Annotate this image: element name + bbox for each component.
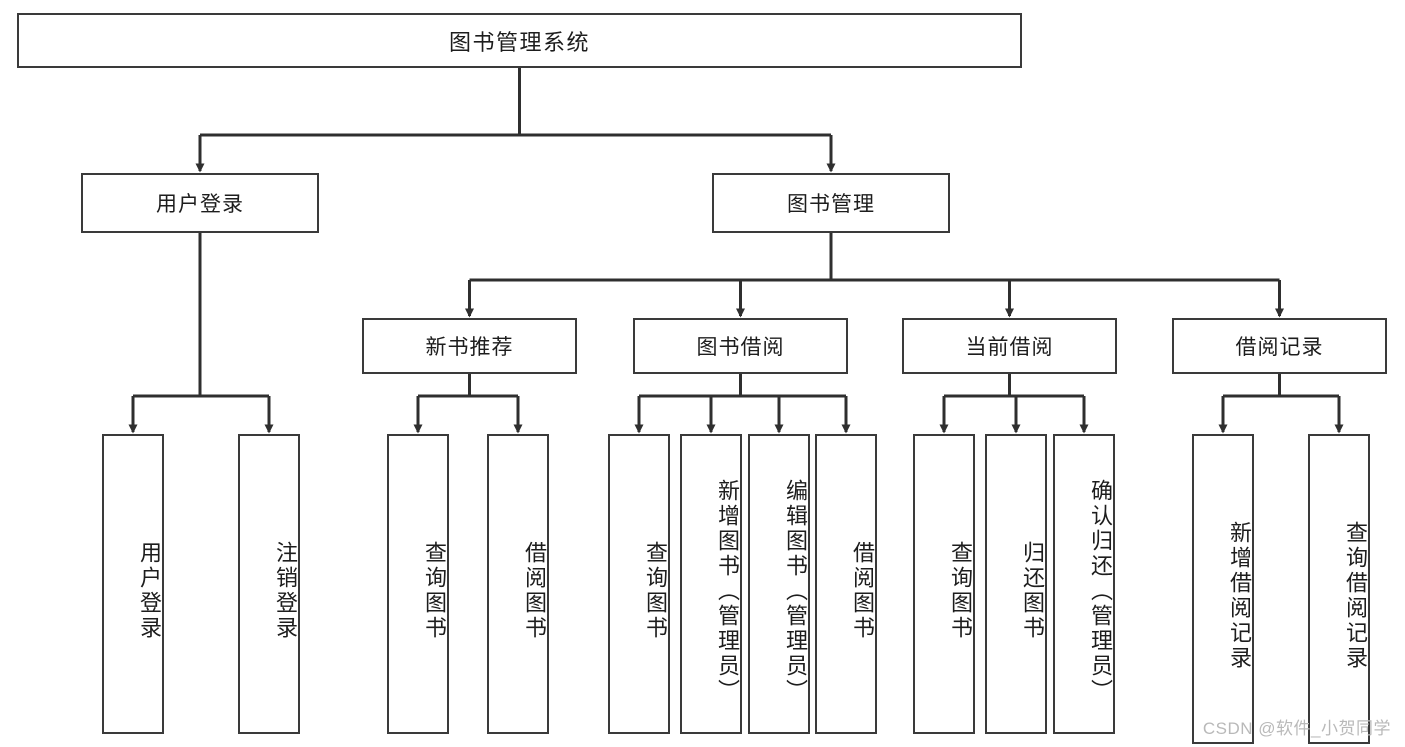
node-leaf-query-book-3[interactable]: 查询图书 bbox=[913, 434, 975, 734]
node-label-leaf-add-book: 新增图书（管理员） bbox=[715, 478, 740, 704]
node-label-leaf-query-record: 查询借阅记录 bbox=[1343, 521, 1368, 671]
node-label-user-login: 用户登录 bbox=[156, 193, 244, 216]
node-leaf-borrow-book-1[interactable]: 借阅图书 bbox=[487, 434, 549, 734]
node-leaf-borrow-book-2[interactable]: 借阅图书 bbox=[815, 434, 877, 734]
node-label-leaf-borrow-book-1: 借阅图书 bbox=[522, 541, 547, 641]
node-leaf-edit-book[interactable]: 编辑图书（管理员） bbox=[748, 434, 810, 734]
node-leaf-add-record[interactable]: 新增借阅记录 bbox=[1192, 434, 1254, 744]
node-label-leaf-query-book-3: 查询图书 bbox=[948, 541, 973, 641]
node-label-root: 图书管理系统 bbox=[448, 29, 590, 55]
node-label-leaf-edit-book: 编辑图书（管理员） bbox=[783, 478, 808, 704]
node-user-login[interactable]: 用户登录 bbox=[81, 173, 319, 233]
node-leaf-query-book-2[interactable]: 查询图书 bbox=[608, 434, 670, 734]
node-leaf-add-book[interactable]: 新增图书（管理员） bbox=[680, 434, 742, 734]
edge-group bbox=[128, 68, 1344, 434]
node-book-manage[interactable]: 图书管理 bbox=[712, 173, 950, 233]
node-leaf-confirm-return[interactable]: 确认归还（管理员） bbox=[1053, 434, 1115, 734]
node-leaf-return-book[interactable]: 归还图书 bbox=[985, 434, 1047, 734]
node-leaf-query-record[interactable]: 查询借阅记录 bbox=[1308, 434, 1370, 744]
node-label-leaf-query-book-2: 查询图书 bbox=[643, 541, 668, 641]
node-label-leaf-borrow-book-2: 借阅图书 bbox=[850, 541, 875, 641]
node-borrow-record[interactable]: 借阅记录 bbox=[1172, 318, 1387, 374]
node-label-current-borrow: 当前借阅 bbox=[965, 336, 1054, 359]
node-root[interactable]: 图书管理系统 bbox=[17, 13, 1022, 68]
node-leaf-user-login[interactable]: 用户登录 bbox=[102, 434, 164, 734]
node-label-leaf-return-book: 归还图书 bbox=[1020, 541, 1045, 641]
node-label-book-borrow: 图书借阅 bbox=[696, 336, 785, 359]
watermark-text: CSDN @软件_小贺同学 bbox=[1202, 719, 1391, 738]
node-label-leaf-logout: 注销登录 bbox=[273, 541, 298, 641]
node-leaf-query-book-1[interactable]: 查询图书 bbox=[387, 434, 449, 734]
node-new-book-rec[interactable]: 新书推荐 bbox=[362, 318, 577, 374]
node-label-book-manage: 图书管理 bbox=[787, 193, 875, 216]
node-label-new-book-rec: 新书推荐 bbox=[425, 336, 514, 359]
node-current-borrow[interactable]: 当前借阅 bbox=[902, 318, 1117, 374]
node-label-leaf-confirm-return: 确认归还（管理员） bbox=[1088, 478, 1113, 704]
node-label-borrow-record: 借阅记录 bbox=[1235, 336, 1324, 359]
node-label-leaf-add-record: 新增借阅记录 bbox=[1227, 521, 1252, 671]
node-label-leaf-query-book-1: 查询图书 bbox=[422, 541, 447, 641]
node-book-borrow[interactable]: 图书借阅 bbox=[633, 318, 848, 374]
node-label-leaf-user-login: 用户登录 bbox=[137, 541, 162, 641]
node-leaf-logout[interactable]: 注销登录 bbox=[238, 434, 300, 734]
